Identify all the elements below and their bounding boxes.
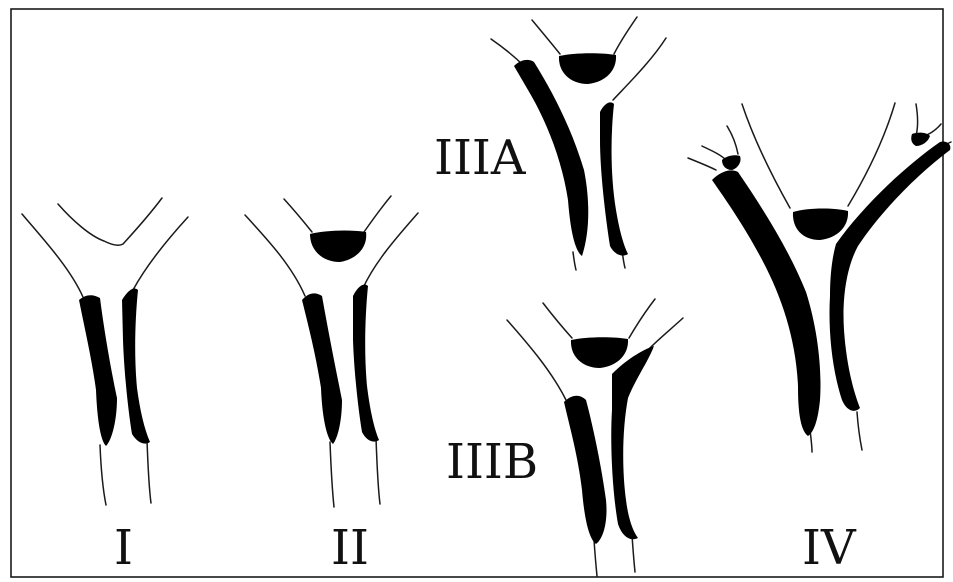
type-3b-right-band [611,346,654,539]
type-3a-inner-left [532,20,560,54]
type-4-apex-cap [793,208,848,240]
type-3a-right-band [600,102,628,255]
type-3b-left-duct [594,540,597,576]
type-2-right-duct [376,438,380,504]
label-type-3a: IIIA [434,130,527,186]
type-2-left-duct [330,442,334,507]
type-2-inner-right [364,196,391,232]
type-2-outer-left-wall [245,215,305,296]
type-2-right-band [353,284,379,441]
label-type-4: IV [802,520,857,576]
type-2-illustration [245,196,418,507]
type-3a-inner-right [614,17,637,54]
type-4-left-side-branch-a [702,146,726,160]
type-1-illustration [22,198,188,505]
type-3b-outer-left-wall [507,320,566,400]
type-4-left-side-cap [722,155,741,170]
type-3b-right-duct [632,535,635,572]
type-1-right-band [122,288,150,443]
type-3a-outer-left-wall [491,39,524,66]
type-1-left-duct [100,445,106,505]
type-1-outer-left-wall [22,214,83,297]
label-type-1: I [114,520,133,576]
type-2-left-band [302,293,342,444]
type-2-outer-right-wall [363,213,418,288]
type-3a-left-duct [573,252,576,270]
type-4-right-duct [857,412,862,450]
type-4-left-side-branch-b [727,126,738,154]
type-4-outer-left-wall [688,158,716,170]
type-1-inner-notch [58,198,162,245]
type-1-right-duct [147,440,151,503]
type-1-left-band [79,295,117,446]
type-4-right-band [830,141,951,410]
type-4-right-side-cap [911,133,930,146]
type-3b-apex-cap [571,337,628,368]
type-4-illustration [688,103,951,452]
type-3b-inner-right [629,299,655,338]
type-3b-inner-left [543,303,572,338]
type-3b-left-band [564,396,607,544]
type-1-outer-right-wall [133,217,188,290]
type-3a-apex-cap [559,53,616,84]
type-4-right-side-branch-a [916,104,918,136]
label-type-3b: IIIB [446,434,538,490]
label-type-2: II [331,520,369,576]
type-2-inner-left [284,199,312,232]
type-3a-outer-right-wall [613,38,666,100]
type-2-apex-cap [310,231,366,262]
